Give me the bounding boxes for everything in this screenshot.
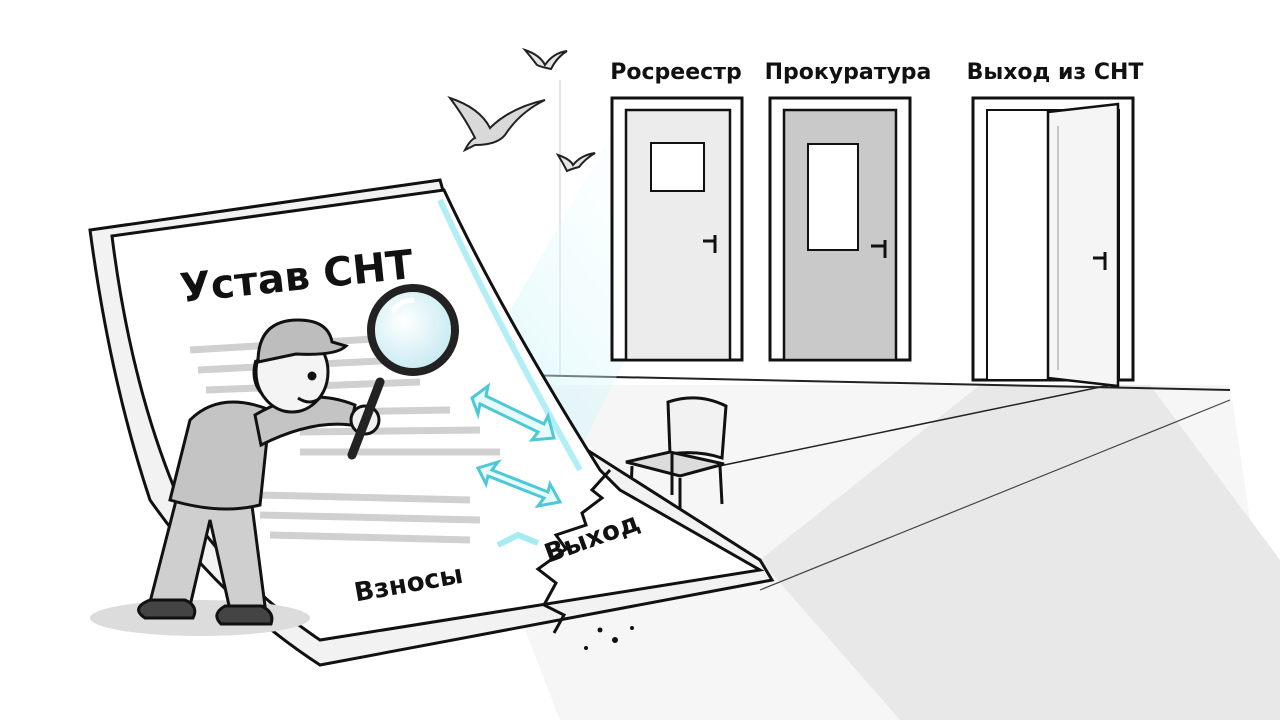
door-prokuratura[interactable] [768,96,912,362]
man-hair [252,359,264,395]
door-handle-icon [703,235,717,253]
floor-edge-line [699,384,1111,471]
door-exit[interactable] [971,96,1135,388]
magnifier-handle [347,377,385,460]
man-eye [307,371,317,381]
man-cap [256,318,349,364]
floor-edge-line-2 [759,399,1231,591]
open-door-leaf [1046,102,1120,388]
glow-edge [437,198,583,472]
door-rosreestr[interactable] [610,96,744,362]
door-handle-icon [1093,252,1107,270]
swap-arrows [470,382,563,509]
document-tear [535,468,612,634]
arrow-icon [470,382,556,442]
man-torso [168,400,272,511]
man-with-magnifier [137,284,459,626]
door-label-exit: Выход из СНТ [967,60,1144,85]
arrow-icon [475,459,563,509]
bird-icon [555,152,596,173]
bird-icon [447,96,546,153]
bird-icon [521,47,568,71]
door-label-rosreestr: Росреестр [610,60,741,85]
tear-glow [496,531,540,548]
man-shoe [137,598,197,620]
door-handle-icon [871,240,887,258]
wall-floor-line [519,374,1231,391]
floor-shadow [760,385,1280,720]
ground-shadow [90,600,310,636]
magnifier-glare [389,297,415,314]
man-shoe [215,604,274,626]
charter-document: Устав СНТ Взносы Выход [88,178,775,667]
door-label-prokuratura: Прокуратура [765,60,932,85]
corridor [430,80,1280,720]
birds [447,47,596,173]
man-smile [297,396,321,404]
paper-debris [584,626,634,650]
